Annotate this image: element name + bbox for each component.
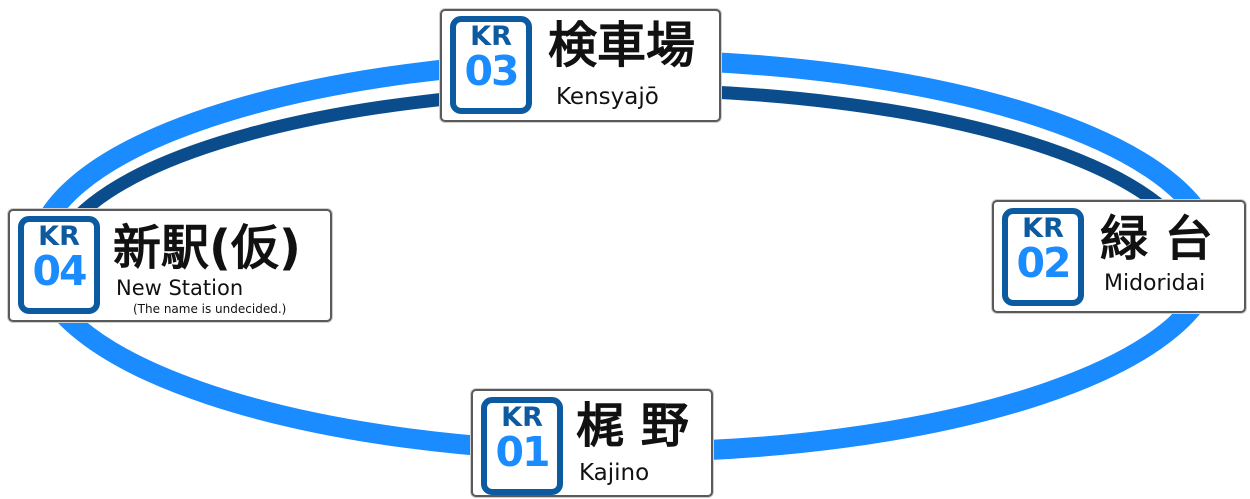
station-sign-kr04: KR 04 新駅(仮) New Station (The name is und… [8, 209, 332, 322]
station-name-en: New Station [116, 276, 244, 300]
station-name-en: Kensyajō [556, 84, 659, 110]
line-code: KR [1022, 213, 1064, 244]
station-sign-kr01: KR 01 梶 野 Kajino [471, 389, 713, 497]
line-code: KR [501, 402, 543, 433]
line-code: KR [38, 221, 80, 252]
station-number-badge: KR 03 [450, 16, 532, 114]
station-name-ja: 検車場 [548, 17, 696, 74]
station-name-en: Midoridai [1104, 271, 1206, 296]
station-number: 01 [495, 428, 550, 476]
station-name-note: (The name is undecided.) [133, 302, 287, 316]
station-number-badge: KR 04 [18, 216, 100, 314]
station-number: 04 [32, 247, 87, 295]
station-number-badge: KR 02 [1002, 208, 1084, 306]
station-number: 02 [1016, 239, 1071, 287]
station-number-badge: KR 01 [481, 397, 563, 495]
station-name-ja: 新駅(仮) [113, 220, 301, 276]
station-sign-kr02: KR 02 緑 台 Midoridai [992, 200, 1246, 313]
station-sign-kr03: KR 03 検車場 Kensyajō [440, 9, 721, 122]
station-name-en: Kajino [579, 460, 650, 486]
station-name-ja: 緑 台 [1100, 211, 1213, 267]
station-number: 03 [464, 47, 519, 95]
line-code: KR [470, 21, 512, 52]
station-name-ja: 梶 野 [576, 398, 689, 454]
